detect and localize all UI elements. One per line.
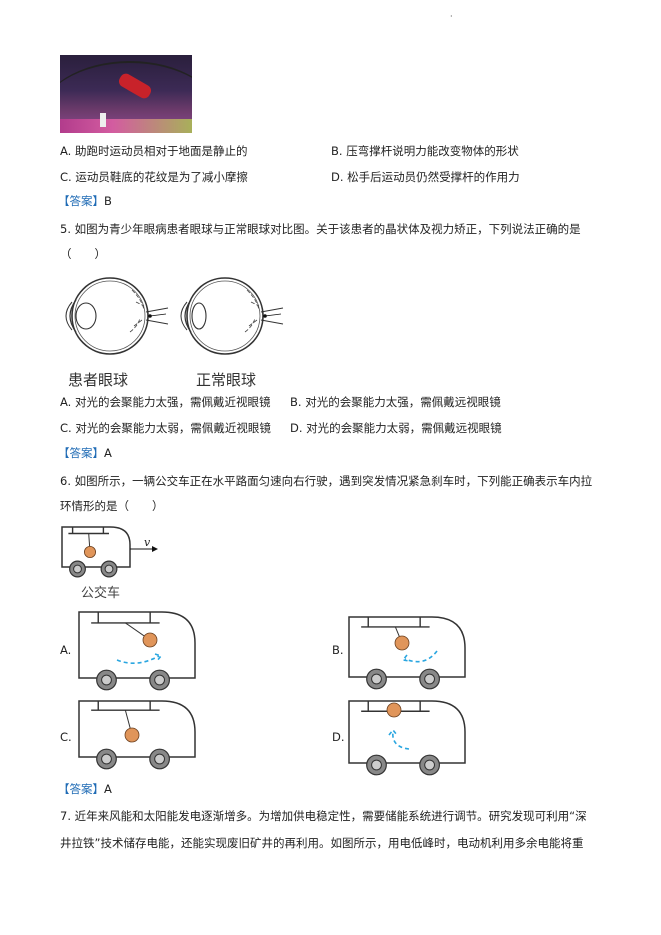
- patient-eye-diagram: [65, 277, 169, 355]
- bus-option-d-diagram: [348, 700, 466, 776]
- q6-stem-line2: 环情形的是（ ）: [60, 499, 164, 513]
- q6-option-d-key: D.: [332, 730, 345, 744]
- pole-vault-photo: [60, 55, 192, 133]
- header-mark: ·: [450, 12, 453, 21]
- patient-eye-label: 患者眼球: [68, 371, 129, 389]
- q6-option-b-key: B.: [332, 643, 344, 657]
- q5-option-b: B. 对光的会聚能力太强，需佩戴远视眼镜: [290, 395, 501, 409]
- q5-stem: 5. 如图为青少年眼病患者眼球与正常眼球对比图。关于该患者的晶状体及视力矫正，下…: [60, 222, 581, 236]
- bus-reference-diagram: [61, 526, 158, 578]
- q7-stem-line2: 井拉铁”技术储存电能，还能实现废旧矿井的再利用。如图所示，用电低峰时，电动机利用…: [60, 836, 584, 850]
- normal-eye-diagram: [180, 277, 284, 355]
- q6-option-a-key: A.: [60, 643, 72, 657]
- q4-answer: 【答案】B: [58, 194, 112, 208]
- q4-option-c: C. 运动员鞋底的花纹是为了减小摩擦: [60, 170, 248, 184]
- velocity-label: v: [144, 536, 151, 549]
- q4-option-d: D. 松手后运动员仍然受撑杆的作用力: [331, 170, 520, 184]
- q6-stem-line1: 6. 如图所示，一辆公交车正在水平路面匀速向右行驶，遇到突发情况紧急刹车时，下列…: [60, 474, 593, 488]
- q4-option-b: B. 压弯撑杆说明力能改变物体的形状: [331, 144, 519, 158]
- q5-option-c: C. 对光的会聚能力太弱，需佩戴近视眼镜: [60, 421, 271, 435]
- q6-answer: 【答案】A: [58, 782, 112, 796]
- q4-option-a: A. 助跑时运动员相对于地面是静止的: [60, 144, 248, 158]
- q6-option-c-key: C.: [60, 730, 72, 744]
- q5-option-d: D. 对光的会聚能力太弱，需佩戴远视眼镜: [290, 421, 502, 435]
- bus-label: 公交车: [81, 586, 121, 601]
- bus-option-b-diagram: [348, 616, 466, 690]
- bus-option-a-diagram: [78, 611, 196, 691]
- q7-stem-line1: 7. 近年来风能和太阳能发电逐渐增多。为增加供电稳定性，需要储能系统进行调节。研…: [60, 809, 587, 823]
- q5-answer: 【答案】A: [58, 446, 112, 460]
- bus-option-c-diagram: [78, 700, 196, 770]
- q5-option-a: A. 对光的会聚能力太强，需佩戴近视眼镜: [60, 395, 271, 409]
- normal-eye-label: 正常眼球: [196, 371, 257, 389]
- q5-paren: （ ）: [60, 247, 106, 261]
